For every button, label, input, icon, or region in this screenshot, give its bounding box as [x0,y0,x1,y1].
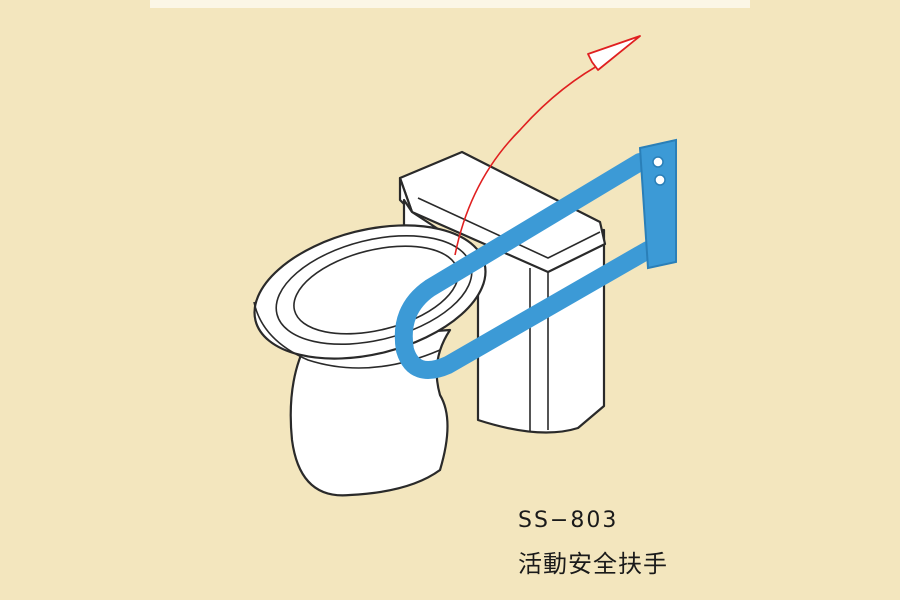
product-name-label: 活動安全扶手 [518,550,668,578]
swing-up-arrow-icon [454,35,641,256]
top-band [150,0,750,8]
rotation-arc [454,59,609,256]
grab-bar-loop [394,153,657,379]
rotation-arrowhead [587,35,641,71]
model-code-label: SS−803 [518,508,619,533]
grab-bar-mount [638,138,677,270]
mount-screw [652,156,664,168]
grab-bar [394,138,677,379]
mount-screw [654,174,666,186]
